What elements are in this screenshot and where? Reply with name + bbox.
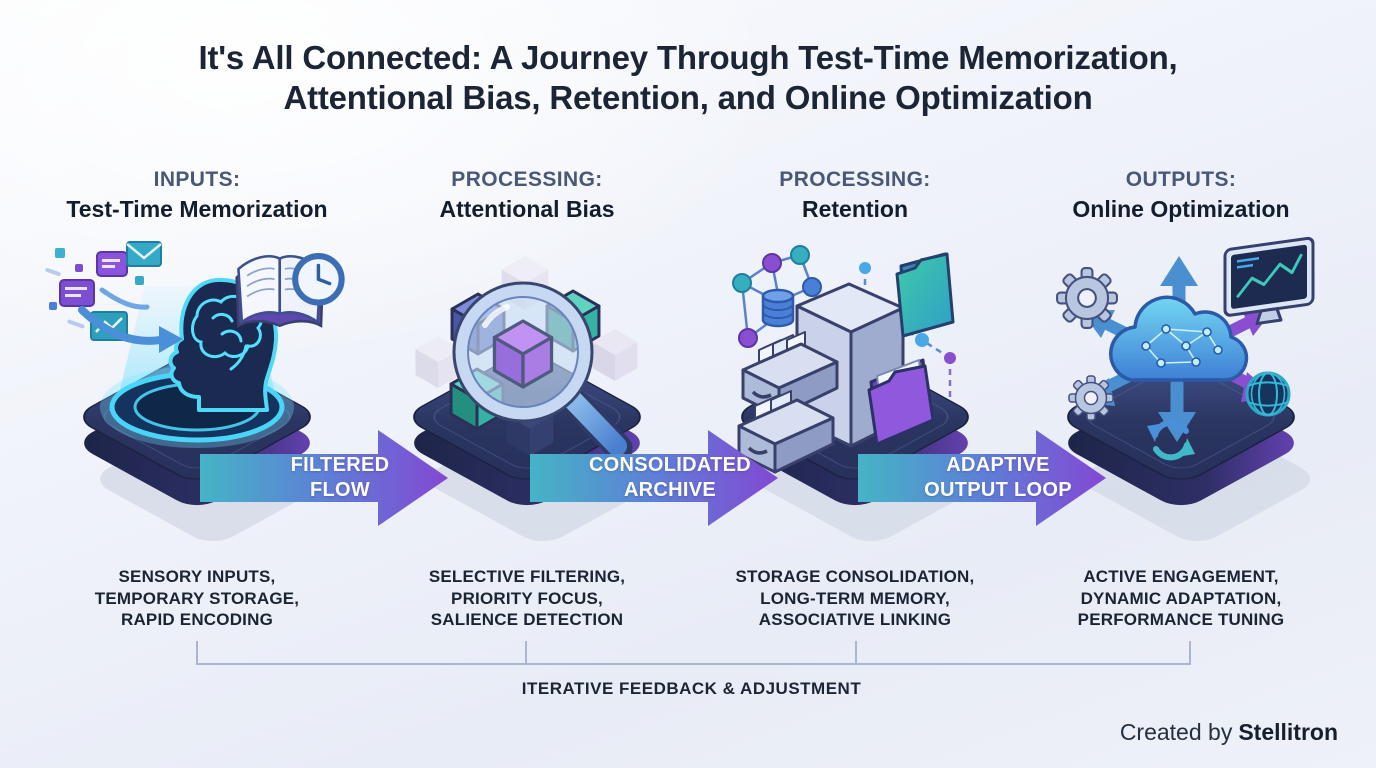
stage-retention: PROCESSING: Retention [685, 168, 1025, 708]
gear-icon [1056, 267, 1118, 329]
arrow-right-icon [530, 430, 778, 526]
stage3-description: STORAGE CONSOLIDATION, LONG-TERM MEMORY,… [735, 567, 975, 629]
arrow-label: ADAPTIVE OUTPUT LOOP [924, 454, 1072, 501]
refresh-icon [1147, 419, 1195, 461]
stage2-kind-label: PROCESSING: [451, 168, 603, 191]
stage-test-time-memorization: INPUTS: Test-Time Memorization [27, 168, 367, 708]
flow-arrow-consolidated-archive: CONSOLIDATED ARCHIVE [530, 424, 780, 532]
magnifier-icon [452, 281, 633, 462]
arrow-right-icon [200, 430, 448, 526]
stage4-kind-label: OUTPUTS: [1125, 168, 1237, 191]
flow-arrow-filtered-flow: FILTERED FLOW [200, 424, 450, 532]
stage1-kind-label: INPUTS: [153, 168, 241, 191]
knowledge-graph-icon [732, 245, 822, 348]
brain-hologram-illustration [45, 241, 345, 549]
stage-online-optimization: OUTPUTS: Online Optimization [1011, 168, 1351, 708]
credit-prefix: Created by [1119, 719, 1233, 745]
note-card-icon [96, 251, 128, 277]
cloud-network-icon [1109, 295, 1249, 382]
arrow-label: FILTERED FLOW [290, 454, 390, 501]
clock-icon [292, 253, 345, 306]
envelope-icon [126, 241, 162, 267]
cloud-network-illustration [1055, 236, 1323, 549]
stage2-name: Attentional Bias [439, 196, 615, 222]
note-card-icon [59, 279, 95, 307]
stage2-description: SELECTIVE FILTERING, PRIORITY FOCUS, SAL… [428, 567, 626, 629]
feedback-label: ITERATIVE FEEDBACK & ADJUSTMENT [521, 679, 862, 698]
flow-arrow-adaptive-output-loop: ADAPTIVE OUTPUT LOOP [858, 424, 1108, 532]
stage1-name: Test-Time Memorization [66, 196, 328, 222]
globe-icon [1245, 371, 1291, 417]
page-title-line1: It's All Connected: A Journey Through Te… [198, 39, 1178, 76]
teal-folder-icon [895, 252, 955, 338]
filing-cabinet-icon [737, 282, 905, 474]
stage4-description: ACTIVE ENGAGEMENT, DYNAMIC ADAPTATION, P… [1077, 567, 1285, 629]
inflow-arrow-icon [78, 287, 183, 353]
magnifier-cubes-illustration [401, 256, 669, 549]
page-title: It's All Connected: A Journey Through Te… [0, 38, 1376, 118]
bracket-tick [525, 641, 527, 663]
arrow-right-icon [858, 430, 1106, 526]
open-drawer-bottom [737, 390, 835, 474]
bracket-tick [855, 641, 857, 663]
gear-icon [1068, 375, 1114, 421]
feedback-bracket [196, 641, 1191, 665]
database-icon [761, 288, 795, 328]
stage3-kind-label: PROCESSING: [779, 168, 931, 191]
monitor-icon [1223, 236, 1315, 326]
archive-cabinet-illustration [729, 245, 997, 549]
open-book-icon [235, 253, 345, 328]
stage3-name: Retention [801, 196, 909, 222]
page-title-line2: Attentional Bias, Retention, and Online … [283, 79, 1093, 116]
arrow-label: CONSOLIDATED ARCHIVE [588, 454, 752, 501]
stage4-name: Online Optimization [1072, 196, 1290, 222]
stage-attentional-bias: PROCESSING: Attentional Bias [357, 168, 697, 708]
stage1-description: SENSORY INPUTS, TEMPORARY STORAGE, RAPID… [94, 567, 300, 629]
credit-brand: Stellitron [1238, 719, 1338, 745]
incoming-data-icons [45, 241, 162, 341]
purple-folder-icon [867, 358, 935, 446]
